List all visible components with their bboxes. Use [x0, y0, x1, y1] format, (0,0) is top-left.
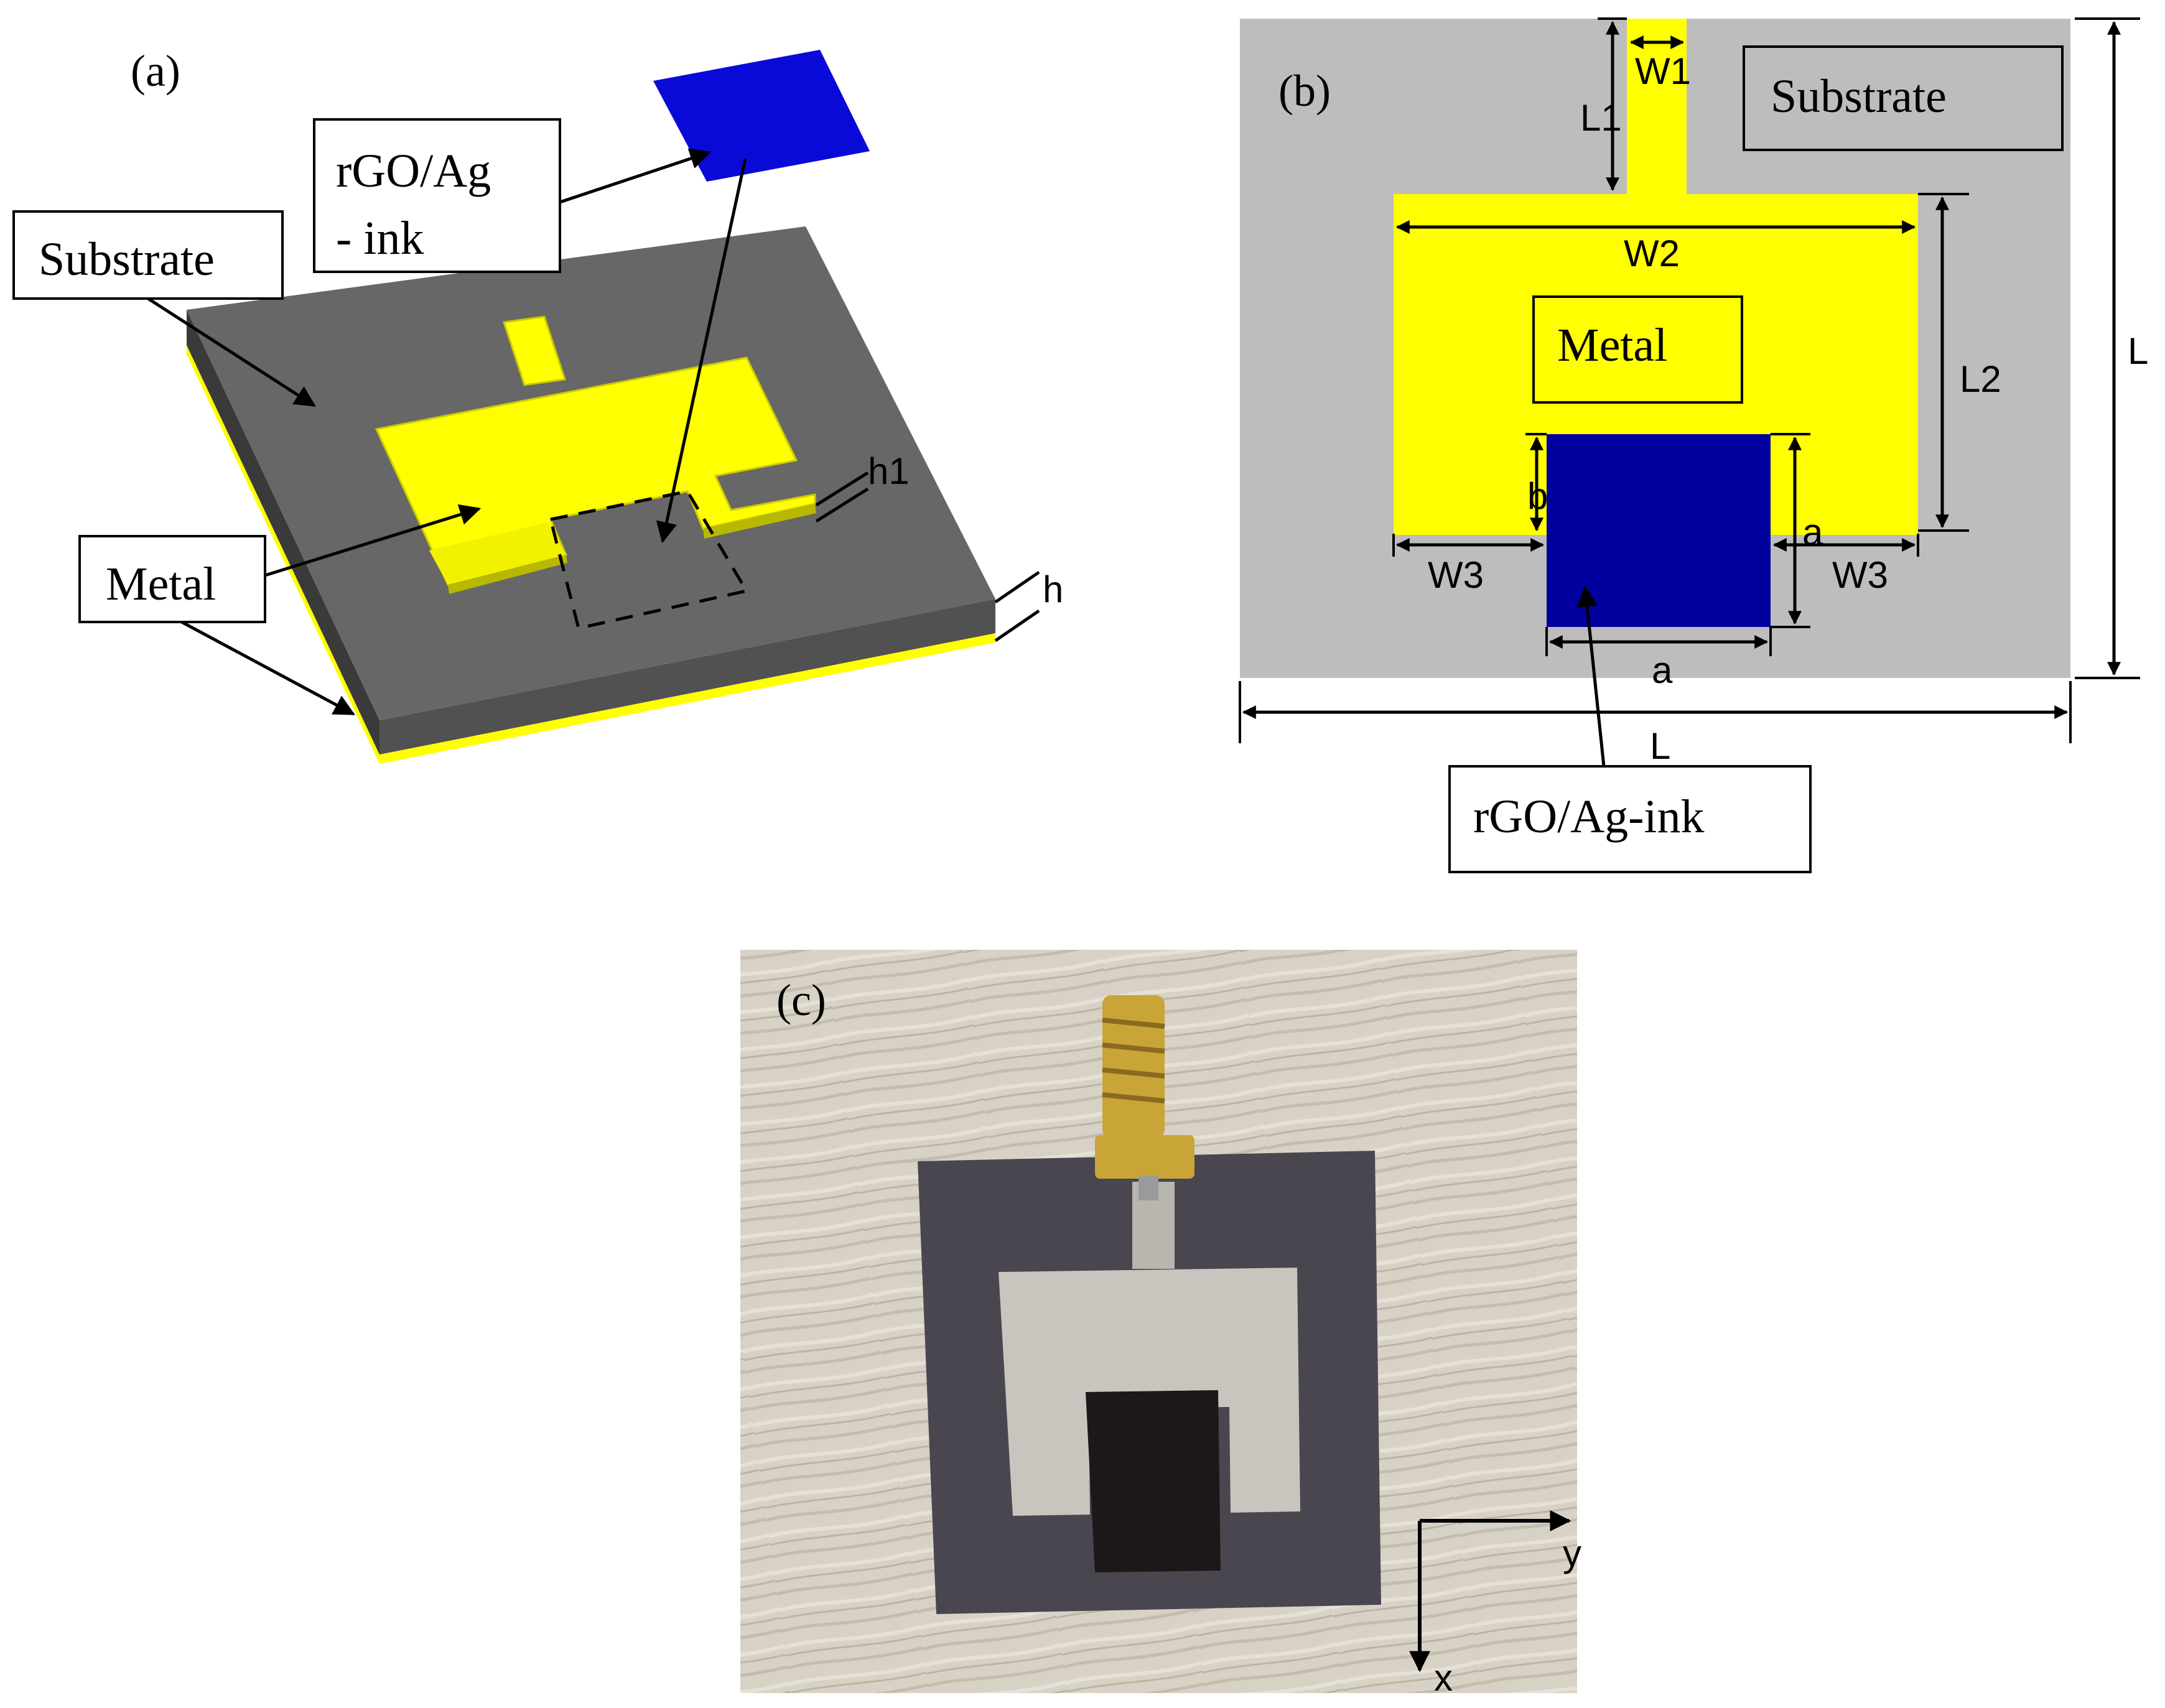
photo-sma-connector: [1095, 995, 1194, 1200]
dim-b-label: b: [1527, 475, 1548, 517]
metal-patch-edge: [448, 555, 567, 594]
dim-l-bottom-label: L: [1650, 725, 1670, 767]
dim-w3-right-label: W3: [1832, 554, 1888, 596]
substrate-left-side: [187, 310, 379, 754]
photo-rgo-ink: [1086, 1390, 1221, 1572]
h1-tick-2: [815, 487, 869, 523]
panel-c-label: (c): [776, 975, 826, 1025]
dim-w1-label: W1: [1635, 50, 1691, 92]
substrate-label-box-b: [1743, 45, 2064, 151]
metal-label-box-a: [78, 535, 266, 623]
dim-w2-label: W2: [1624, 233, 1680, 274]
h1-tick-1: [815, 471, 869, 507]
metal-patch-left-arm: [429, 522, 566, 585]
photo-axis-x-label: x: [1434, 1657, 1453, 1699]
rgo-arrow-to-square: [559, 148, 712, 204]
h1-label: h1: [868, 450, 910, 492]
dim-w3-left-label: W3: [1428, 554, 1484, 596]
substrate-arrow-a: [147, 297, 316, 407]
rgo-ink-top-view: [1547, 434, 1771, 627]
metal-arrow-to-patch: [264, 504, 482, 577]
ink-slot-dashed-outline: [548, 490, 749, 630]
metal-patch-right-edge: [703, 504, 816, 539]
substrate-label-a: Substrate: [39, 233, 215, 285]
panel-b-label: (b): [1278, 66, 1331, 116]
dim-a-bottom-label: a: [1652, 649, 1673, 691]
panel-b: (b) Substrate Metal W1 L1 W2 L2 L: [1239, 17, 2148, 873]
metal-label-b: Metal: [1557, 319, 1667, 371]
dim-a-side-label: a: [1802, 511, 1823, 553]
h-label: h: [1043, 569, 1063, 610]
rgo-label-a-line1: rGO/Ag: [336, 145, 491, 197]
substrate-label-b: Substrate: [1771, 70, 1947, 123]
panel-c-photo: (c) y x: [740, 950, 1581, 1699]
rgo-label-box-b: [1448, 765, 1812, 873]
metal-feed-line-top: [1627, 19, 1687, 196]
rgo-arrow-b: [1576, 585, 1606, 767]
h-tick-1: [994, 570, 1040, 604]
rgo-label-box-a: [313, 118, 561, 273]
dim-l2-label: L2: [1960, 358, 2001, 400]
panel-a: (a) rGO/Ag - ink Substrate: [12, 46, 1063, 764]
dim-l-right-label: L: [2128, 330, 2148, 372]
rgo-label-a-line2: - ink: [336, 212, 424, 264]
rgo-label-b: rGO/Ag-ink: [1473, 791, 1705, 843]
substrate-label-box-a: [12, 210, 284, 300]
h-tick-2: [994, 609, 1040, 643]
substrate-front-side: [379, 599, 995, 754]
metal-label-box-b: [1532, 295, 1743, 404]
metal-arrow-to-ground: [180, 620, 355, 716]
photo-axis-y-label: y: [1563, 1533, 1581, 1574]
metal-feed-line: [503, 315, 566, 386]
panel-a-label: (a): [131, 46, 180, 96]
rgo-arrow-to-slot: [656, 158, 747, 544]
metal-label-a: Metal: [106, 558, 216, 610]
metal-patch-3d: [375, 315, 816, 594]
dim-l1-label: L1: [1580, 97, 1622, 139]
